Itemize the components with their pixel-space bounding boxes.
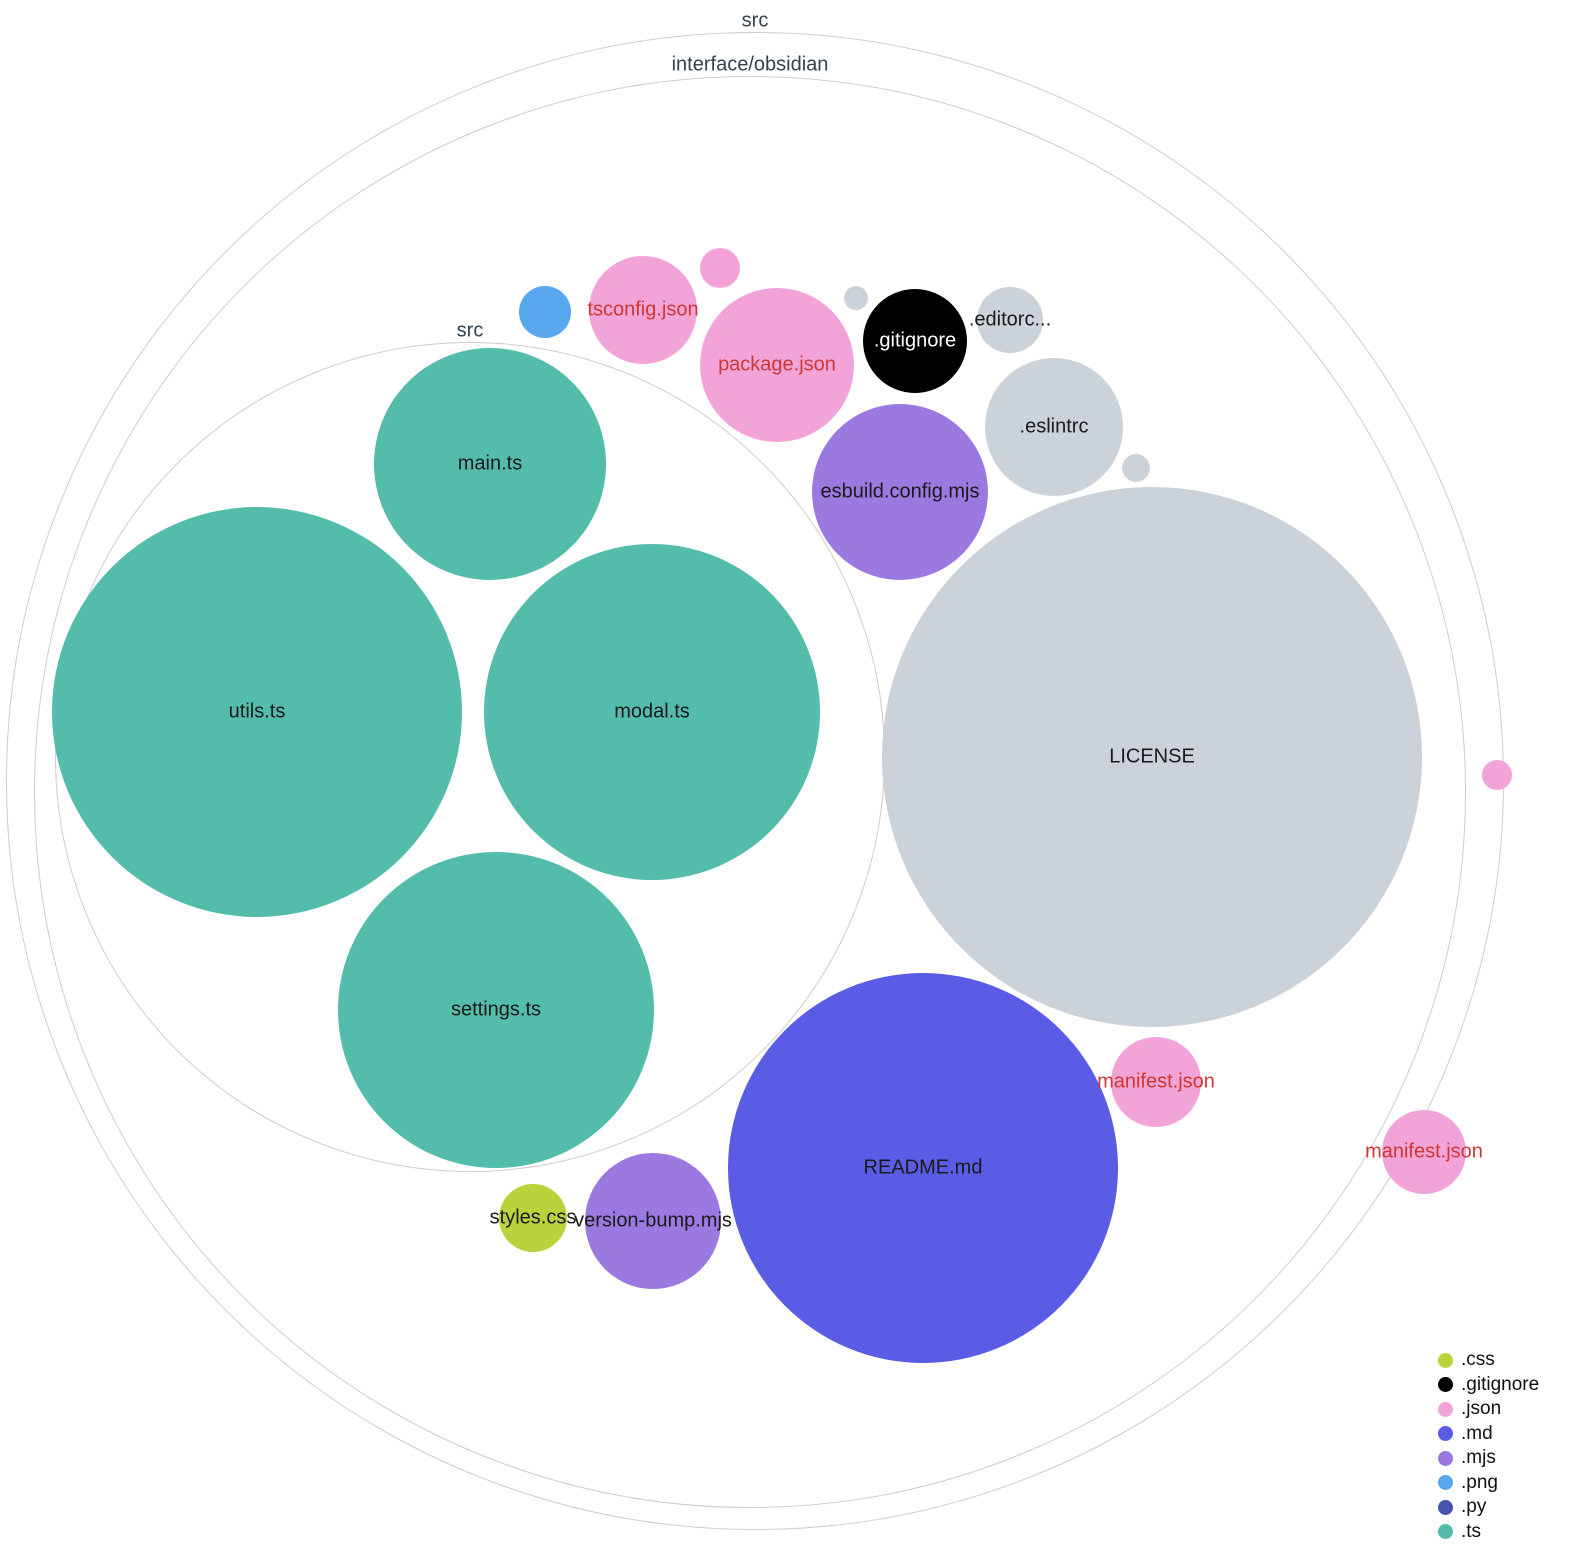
node-tsconfig-json[interactable] — [589, 256, 697, 364]
legend-item-mjs: .mjs — [1438, 1446, 1539, 1471]
legend-item-json: .json — [1438, 1397, 1539, 1422]
legend-dot-ts — [1438, 1524, 1453, 1540]
group-label-src-root: src — [741, 9, 769, 32]
legend-label-png: .png — [1461, 1471, 1498, 1493]
node-main-ts[interactable] — [374, 348, 606, 580]
legend-label-css: .css — [1461, 1349, 1495, 1371]
legend-item-ts: .ts — [1438, 1520, 1539, 1545]
node-json-small-top[interactable] — [700, 248, 740, 288]
legend-label-gitignore: .gitignore — [1461, 1373, 1540, 1395]
group-label-src-inner: src — [456, 319, 484, 342]
legend-dot-json — [1438, 1401, 1453, 1417]
node-package-json[interactable] — [700, 288, 854, 442]
legend-item-css: .css — [1438, 1348, 1539, 1373]
legend-label-ts: .ts — [1461, 1520, 1482, 1542]
legend-label-md: .md — [1461, 1422, 1493, 1444]
legend-dot-py — [1438, 1499, 1453, 1515]
legend-dot-png — [1438, 1475, 1453, 1491]
legend-dot-md — [1438, 1426, 1453, 1442]
node-license[interactable] — [882, 487, 1422, 1027]
group-label-interface-obsidian: interface/obsidian — [671, 53, 829, 76]
node-png-small[interactable] — [519, 286, 571, 338]
node-json-small-right[interactable] — [1482, 760, 1512, 790]
node-utils-ts[interactable] — [52, 507, 462, 917]
node-modal-ts[interactable] — [484, 544, 820, 880]
legend-item-md: .md — [1438, 1422, 1539, 1447]
node-editorconfig[interactable] — [977, 287, 1043, 353]
node-manifest-json-inner[interactable] — [1111, 1037, 1201, 1127]
legend-dot-gitignore — [1438, 1377, 1453, 1393]
legend-label-py: .py — [1461, 1496, 1487, 1518]
node-gray-small-1[interactable] — [844, 286, 868, 310]
legend-dot-css — [1438, 1352, 1453, 1368]
legend-label-mjs: .mjs — [1461, 1447, 1496, 1469]
legend-item-png: .png — [1438, 1471, 1539, 1496]
legend-item-gitignore: .gitignore — [1438, 1373, 1539, 1398]
node-esbuild-config-mjs[interactable] — [812, 404, 988, 580]
node-settings-ts[interactable] — [338, 852, 654, 1168]
legend-label-json: .json — [1461, 1398, 1502, 1420]
node-styles-css[interactable] — [499, 1184, 567, 1252]
node-manifest-json-outer[interactable] — [1382, 1110, 1466, 1194]
node-gray-small-2[interactable] — [1122, 454, 1150, 482]
node-eslintrc[interactable] — [985, 358, 1123, 496]
group-circle-interface-obsidian[interactable] — [34, 76, 1466, 1508]
node-version-bump-mjs[interactable] — [585, 1153, 721, 1289]
legend: .css.gitignore .json.md .mjs.png .py.ts — [1438, 1348, 1539, 1544]
node-gitignore[interactable] — [863, 289, 967, 393]
legend-dot-mjs — [1438, 1450, 1453, 1466]
legend-item-py: .py — [1438, 1495, 1539, 1520]
node-readme-md[interactable] — [728, 973, 1118, 1363]
